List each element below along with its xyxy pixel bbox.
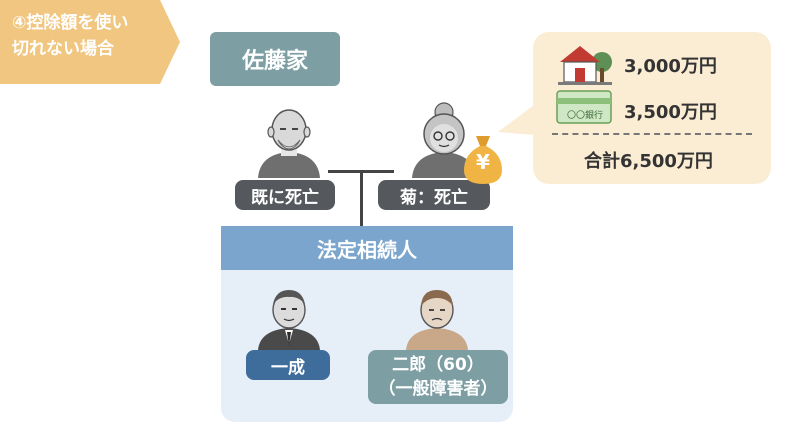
house-asset-amount: 3,000万円	[624, 56, 717, 77]
house-icon	[558, 46, 612, 85]
section-tag-line2: 切れない場合	[12, 39, 114, 59]
bank-asset-amount: 3,500万円	[624, 102, 717, 123]
family-name-box: 佐藤家	[210, 32, 340, 86]
heir-jiro-label: 二郎（60） （一般障害者）	[368, 350, 508, 404]
money-bag-icon	[464, 136, 502, 184]
asset-total: 合計6,500万円	[584, 151, 713, 172]
heir-jiro-note: （一般障害者）	[378, 379, 498, 399]
money-bag-yen: ¥	[476, 150, 490, 174]
bankbook-icon-text: 〇〇銀行	[566, 111, 603, 121]
heirs-panel-title: 法定相続人	[221, 226, 513, 270]
father-status-label: 既に死亡	[235, 180, 335, 210]
father-figure-icon	[258, 109, 320, 178]
mother-figure-icon	[412, 102, 476, 178]
heir-jiro-figure-icon	[406, 290, 468, 350]
descent-line	[360, 170, 363, 226]
mother-status-label: 菊：死亡	[378, 180, 490, 210]
asset-total-divider	[552, 133, 752, 135]
section-tag-text: ④控除額を使い 切れない場合	[12, 10, 162, 62]
section-tag-line1: ④控除額を使い	[12, 13, 129, 33]
heir-kazunari-label: 一成	[246, 350, 330, 380]
section-tag	[0, 0, 180, 84]
bankbook-icon	[556, 90, 612, 124]
heir-kazunari-figure-icon	[258, 290, 320, 350]
heir-jiro-name: 二郎（60）	[392, 355, 484, 375]
